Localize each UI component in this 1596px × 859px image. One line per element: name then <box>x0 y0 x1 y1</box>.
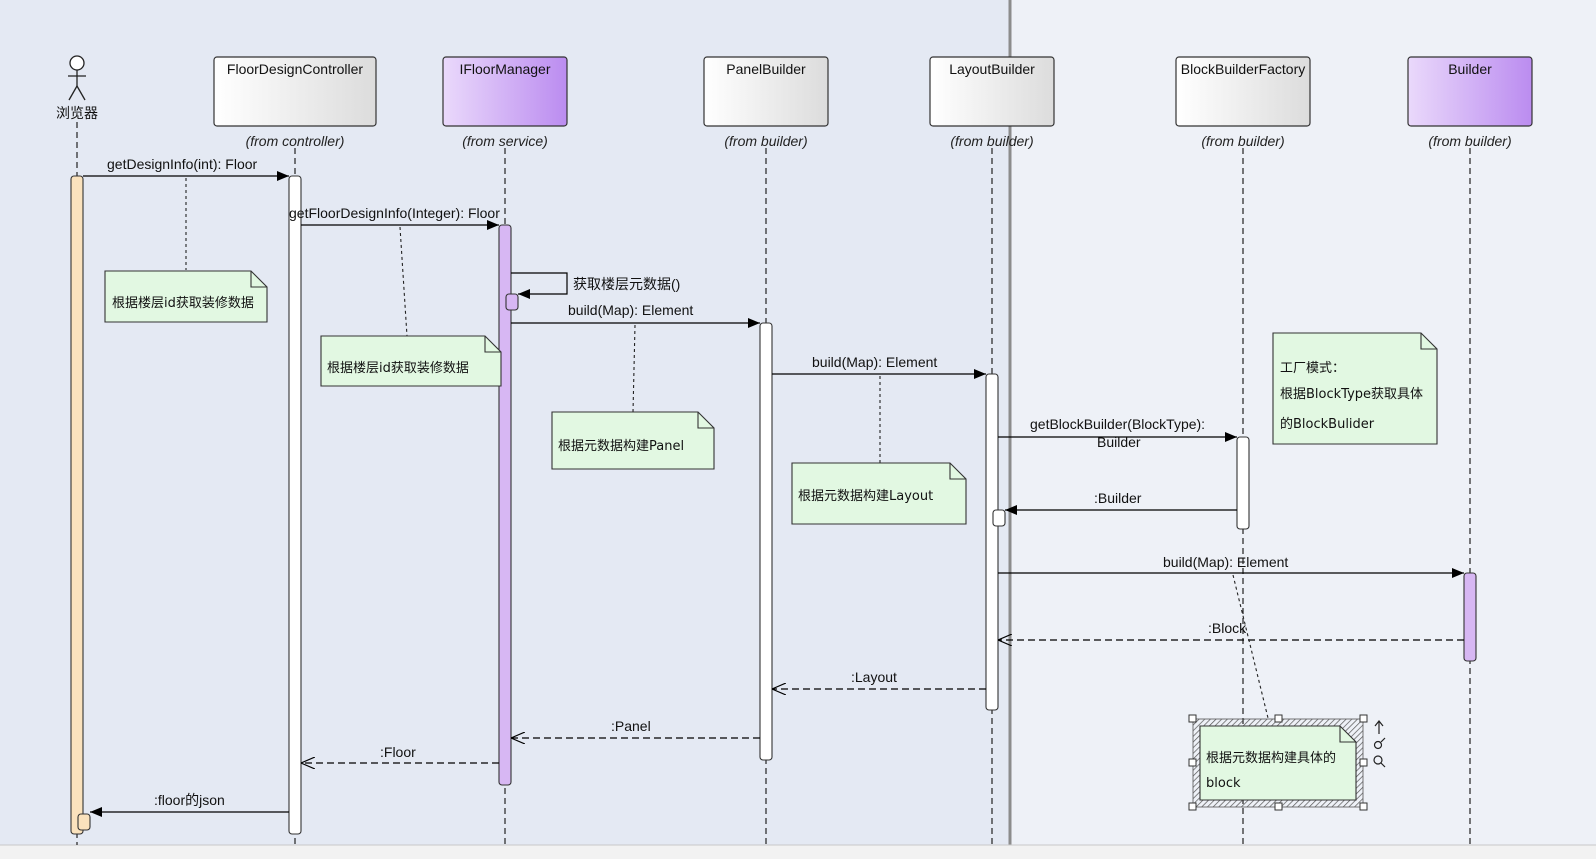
note-build-layout[interactable]: 根据元数据构建Layout <box>791 462 967 525</box>
note-text-line: 根据元数据构建具体的 <box>1206 750 1336 766</box>
zoom-icon[interactable] <box>1373 755 1386 768</box>
participant-label: PanelBuilder <box>726 61 806 77</box>
message-get-floor-design-info[interactable]: getFloorDesignInfo(Integer): Floor <box>289 205 500 230</box>
message-label: :Floor <box>380 744 416 760</box>
note-toolbar <box>1373 720 1386 768</box>
activation-bar-ifloor-manager[interactable] <box>498 224 512 786</box>
participant-label: LayoutBuilder <box>949 61 1035 77</box>
participant-panel-builder[interactable]: PanelBuilder (from builder) <box>703 56 829 149</box>
message-build-layout[interactable]: build(Map): Element <box>772 354 986 379</box>
message-label: :Layout <box>851 669 897 685</box>
message-label-continued: Builder <box>1097 434 1141 450</box>
note-text-line: 的BlockBulider <box>1280 416 1375 432</box>
participant-label: IFloorManager <box>459 61 550 77</box>
note-get-decoration-data-1[interactable]: 根据楼层id获取装修数据 <box>104 270 268 323</box>
participant-from-label: (from builder) <box>1201 133 1284 149</box>
message-return-block[interactable]: :Block <box>998 620 1464 640</box>
participant-from-label: (from builder) <box>724 133 807 149</box>
note-text-line: 根据楼层id获取装修数据 <box>112 296 254 311</box>
bottom-bar <box>0 845 1596 859</box>
message-build-panel[interactable]: build(Map): Element <box>511 302 760 328</box>
message-label: build(Map): Element <box>812 354 937 370</box>
message-self-get-floor-metadata[interactable]: 获取楼层元数据() <box>511 272 680 299</box>
participant-from-label: (from builder) <box>950 133 1033 149</box>
participant-layout-builder[interactable]: LayoutBuilder (from builder) <box>929 56 1055 149</box>
actor-browser[interactable]: 浏览器 <box>56 55 98 121</box>
activation-bar-builder[interactable] <box>1463 572 1477 662</box>
note-text-line: 根据元数据构建Panel <box>558 439 684 454</box>
message-get-design-info[interactable]: getDesignInfo(int): Floor <box>83 156 289 181</box>
link-icon[interactable] <box>1373 737 1386 750</box>
message-get-block-builder[interactable]: getBlockBuilder(BlockType): Builder <box>998 416 1237 450</box>
activation-bar-block-builder-factory[interactable] <box>1236 436 1250 530</box>
message-label: getDesignInfo(int): Floor <box>107 156 258 172</box>
message-return-layout[interactable]: :Layout <box>772 669 986 689</box>
participant-from-label: (from builder) <box>1428 133 1511 149</box>
message-label: build(Map): Element <box>568 302 693 318</box>
participant-ifloor-manager[interactable]: IFloorManager (from service) <box>442 56 568 149</box>
activation-bar-browser[interactable] <box>70 175 84 835</box>
message-label: getBlockBuilder(BlockType): <box>1030 416 1205 432</box>
message-return-floor[interactable]: :Floor <box>301 744 499 763</box>
participant-label: BlockBuilderFactory <box>1181 61 1306 77</box>
note-text-line: 根据BlockType获取具体 <box>1280 387 1423 402</box>
participant-label: FloorDesignController <box>227 61 364 77</box>
participant-from-label: (from controller) <box>246 133 345 149</box>
message-label: getFloorDesignInfo(Integer): Floor <box>289 205 500 221</box>
message-return-floor-json[interactable]: :floor的json <box>90 792 289 817</box>
activation-bar-browser-nested[interactable] <box>77 813 91 831</box>
note-text-line: 工厂模式： <box>1280 361 1345 376</box>
note-build-block[interactable]: 根据元数据构建具体的 block <box>1188 714 1386 811</box>
participant-from-label: (from service) <box>462 133 548 149</box>
activation-bar-ifloor-manager-nested[interactable] <box>505 293 519 311</box>
message-label: :Builder <box>1094 490 1142 506</box>
activation-bar-layout-builder-nested[interactable] <box>992 509 1006 527</box>
message-label: :floor的json <box>154 792 225 808</box>
selection-handles[interactable] <box>1188 714 1368 811</box>
participant-block-builder-factory[interactable]: BlockBuilderFactory (from builder) <box>1175 56 1311 149</box>
arrow-up-icon[interactable] <box>1374 720 1384 734</box>
note-build-panel[interactable]: 根据元数据构建Panel <box>551 411 715 470</box>
message-return-panel[interactable]: :Panel <box>511 718 760 738</box>
message-label: build(Map): Element <box>1163 554 1288 570</box>
participant-label: Builder <box>1448 61 1492 77</box>
note-factory-pattern[interactable]: 工厂模式： 根据BlockType获取具体 的BlockBulider <box>1272 332 1438 445</box>
message-label: :Block <box>1208 620 1247 636</box>
participant-floor-design-controller[interactable]: FloorDesignController (from controller) <box>213 56 377 149</box>
stick-figure-icon <box>68 55 86 101</box>
note-text-line: 根据元数据构建Layout <box>798 489 933 504</box>
participant-builder[interactable]: Builder (from builder) <box>1407 56 1533 149</box>
message-label: :Panel <box>611 718 651 734</box>
note-text-line: block <box>1206 776 1241 791</box>
actor-label: 浏览器 <box>56 105 98 121</box>
activation-bar-layout-builder[interactable] <box>985 373 999 711</box>
activation-bar-floor-design-controller[interactable] <box>288 175 302 835</box>
message-build-block[interactable]: build(Map): Element <box>998 554 1464 578</box>
note-text-line: 根据楼层id获取装修数据 <box>327 361 469 376</box>
message-label: 获取楼层元数据() <box>573 276 680 292</box>
activation-bar-panel-builder[interactable] <box>759 322 773 761</box>
message-return-builder[interactable]: :Builder <box>1005 490 1237 515</box>
note-get-decoration-data-2[interactable]: 根据楼层id获取装修数据 <box>320 335 502 387</box>
